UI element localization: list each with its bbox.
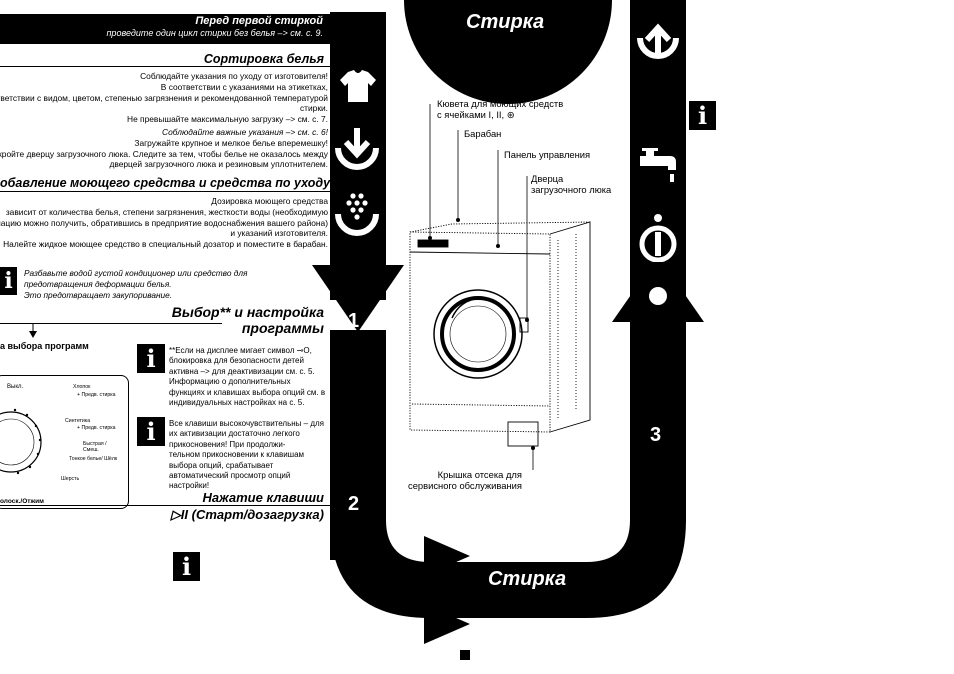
bottom-arrow-head-2 [424,604,470,644]
conditioner-note: Разбавьте водой густой кондиционер или с… [24,268,248,300]
top-wash-cap [404,0,612,104]
bottom-wash-label: Стирка [488,568,567,590]
bottom-u-band [330,520,686,618]
program-quick-mix[interactable]: Быстрая / Смеш. [83,441,107,453]
display-note: **Если на дисплее мигает символ ⊸O, блок… [169,346,326,408]
step-number-1: 1 [348,310,360,332]
washing-machine-illustration [409,221,591,447]
info-icon: i [137,344,165,373]
load-laundry-icon [335,128,379,170]
end-dot-icon [649,287,667,305]
left-band-lower [330,330,386,560]
rinse-spin-label: олоск./Отжим [0,498,44,505]
selection-rule [0,323,222,324]
press-heading: Нажатие клавиши [202,490,324,505]
detergent-rule [0,191,330,192]
banner-subtitle: проведите один цикл стирки без белья –> … [106,28,323,38]
step-number-2: 2 [348,493,360,515]
program-delicates[interactable]: Тонкое белье/ Шёлк [69,456,118,462]
first-wash-banner: Перед первой стиркой проведите один цикл… [0,14,331,44]
program-cotton[interactable]: Хлопок [73,384,91,390]
selector-label: а выбора программ [0,341,89,351]
program-synthetics-prewash[interactable]: + Предв. стирка [77,425,116,431]
keys-note: Все клавиши высокочувствительны – для их… [169,419,324,491]
program-wool[interactable]: Шерсть [61,476,80,482]
callout-drawer: Кювета для моющих средств с ячейками I, … [437,98,564,120]
callout-control-panel: Панель управления [504,149,591,160]
start-key-label: ▷II (Старт/дозагрузка) [170,507,324,522]
program-cotton-prewash[interactable]: + Предв. стирка [77,392,116,398]
shirt-icon [340,70,376,102]
info-icon: i [689,101,716,130]
program-dial[interactable] [0,396,55,486]
program-synthetics[interactable]: Синтетика [65,418,91,424]
arrow-down-icon [29,323,37,338]
detergent-heading: обавление моющего средства и средства по… [0,176,331,190]
bottom-arrow-head-1 [424,536,470,576]
callout-service-cover: Крышка отсека для сервисного обслуживани… [408,469,522,491]
off-label: Выкл. [7,384,24,390]
program-panel: Выкл. Хлопок + Предв. стирка Синтетика +… [0,375,129,509]
page-marker [460,650,470,660]
info-icon: i [0,267,17,295]
start-pause-icon: ▷II [170,507,189,522]
sort-heading: Сортировка белья [203,52,324,66]
sort-text: Соблюдайте указания по уходу от изготови… [0,71,328,125]
callout-door: Дверца загрузочного люка [531,173,612,195]
press-rule [0,505,330,506]
detergent-text: Дозировка моющего средства зависит от ко… [0,196,328,250]
info-icon: i [137,417,165,446]
sort-text-2: Соблюдайте важные указания –> см. с. 6! … [0,127,328,170]
step-number-3: 3 [650,424,662,446]
detergent-icon [335,193,379,236]
left-arrow-head [312,265,404,332]
water-tap-icon [640,148,676,182]
selection-heading-line1: Выбор** и настройка [171,304,324,320]
banner-title: Перед первой стиркой [195,15,323,27]
callout-drum: Барабан [464,128,502,139]
selection-heading-line2: программы [241,320,324,336]
info-icon: i [173,552,200,581]
top-wash-label: Стирка [466,11,545,33]
sort-rule [0,66,330,67]
unload-laundry-icon [637,23,679,59]
on-off-icon [639,214,677,262]
